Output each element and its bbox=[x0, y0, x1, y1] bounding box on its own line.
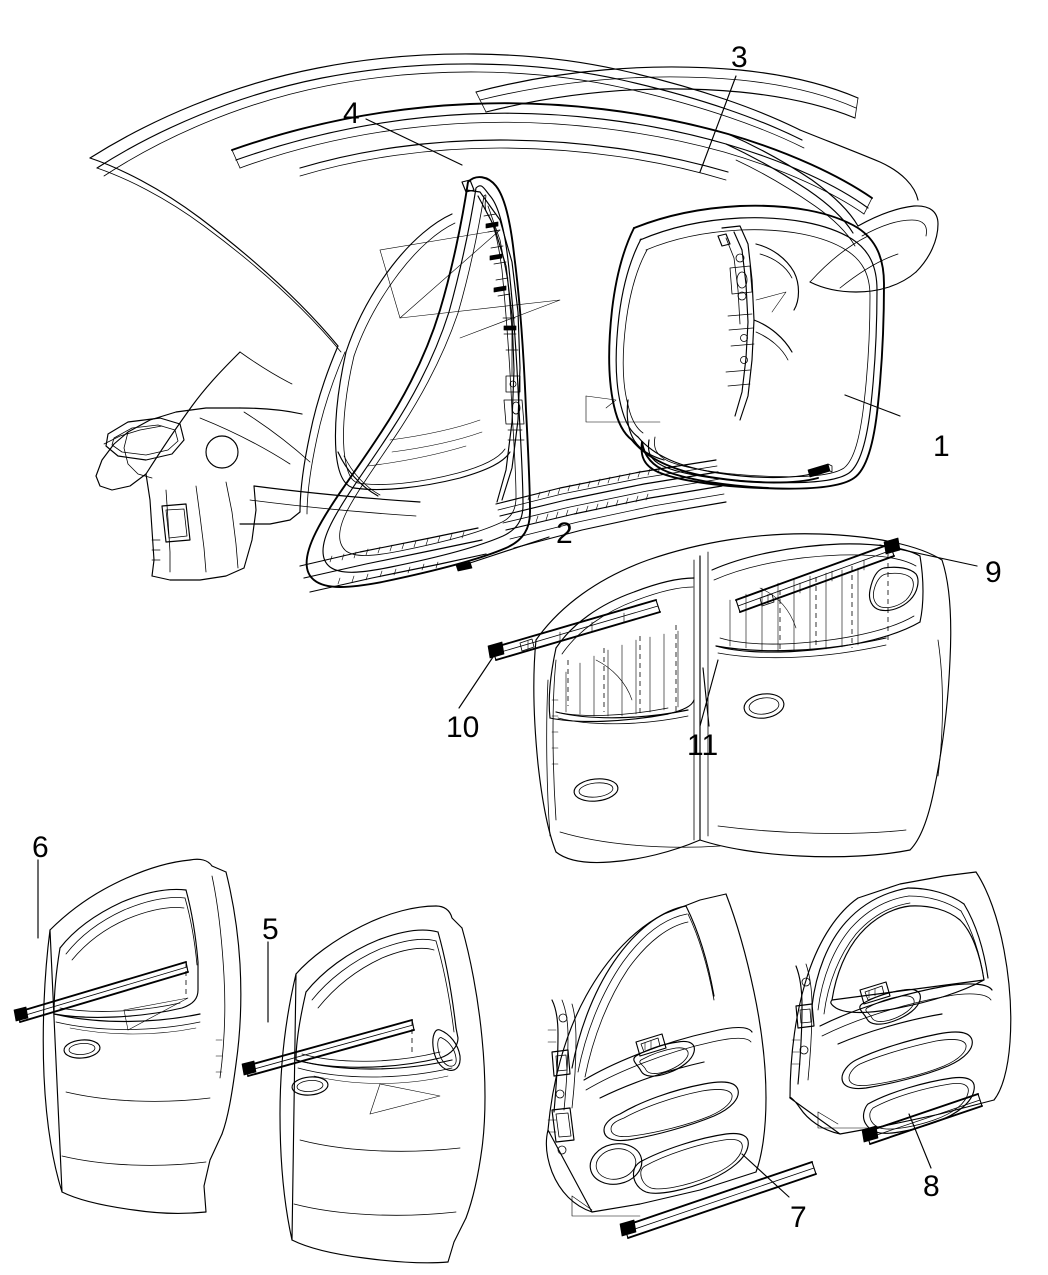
leader-4 bbox=[365, 118, 463, 166]
leader-8 bbox=[908, 1113, 932, 1169]
leader-lines bbox=[37, 75, 978, 1198]
leader-7 bbox=[741, 1153, 790, 1198]
callout-label-5: 5 bbox=[262, 913, 279, 946]
callout-label-9: 9 bbox=[985, 556, 1002, 589]
leader-2 bbox=[469, 536, 550, 564]
callout-label-11: 11 bbox=[687, 729, 719, 762]
callout-label-6: 6 bbox=[32, 831, 49, 864]
figure-front-door-outer bbox=[241, 905, 486, 1264]
callout-label-7: 7 bbox=[790, 1201, 807, 1234]
callout-label-2: 2 bbox=[556, 517, 573, 550]
callout-label-3: 3 bbox=[731, 41, 748, 74]
callout-label-1: 1 bbox=[933, 430, 950, 463]
callout-label-4: 4 bbox=[343, 97, 360, 130]
figure-body-side-assembly bbox=[89, 53, 939, 593]
figure-two-door-side-view bbox=[487, 533, 952, 864]
leader-9 bbox=[879, 544, 978, 567]
callout-label-10: 10 bbox=[446, 711, 480, 744]
leader-10 bbox=[458, 653, 496, 709]
leader-3 bbox=[699, 75, 737, 173]
figure-rear-door-outer bbox=[13, 858, 242, 1214]
figure-front-door-inner bbox=[545, 893, 817, 1239]
figure-rear-door-inner bbox=[789, 871, 1012, 1145]
leader-1 bbox=[844, 394, 901, 417]
leader-11 bbox=[699, 659, 719, 727]
callout-label-8: 8 bbox=[923, 1170, 940, 1203]
